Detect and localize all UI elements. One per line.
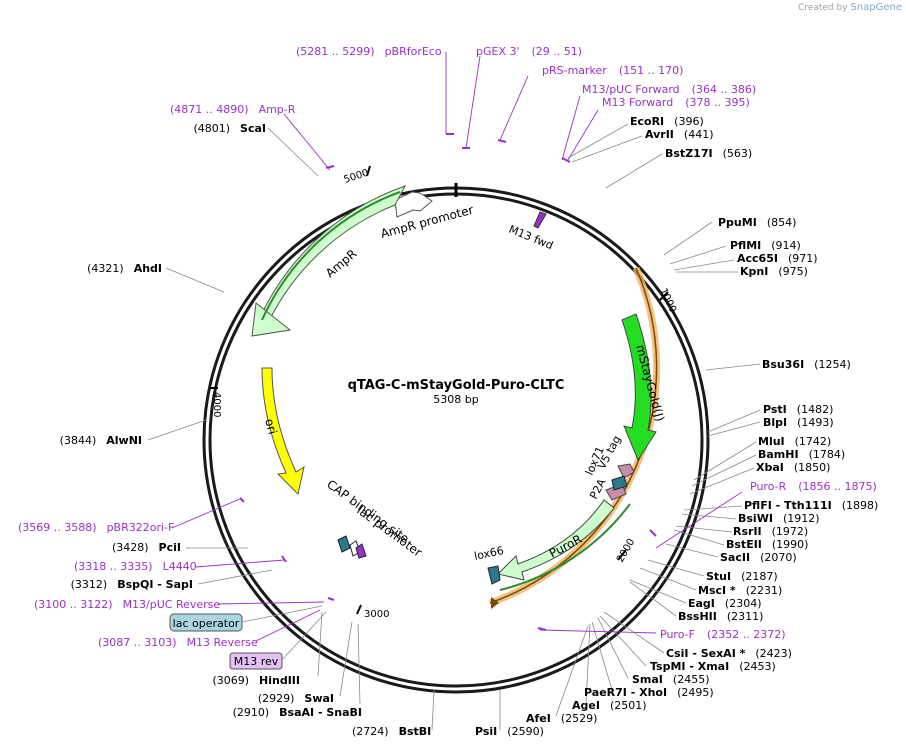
enzyme-scai[interactable]: (4801)ScaI <box>193 122 266 135</box>
enzyme-sacii[interactable]: SacII(2070) <box>720 551 797 564</box>
enzyme-bsteii[interactable]: BstEII(1990) <box>726 538 808 551</box>
enzyme-hindiii[interactable]: (3069)HindIII <box>212 674 300 687</box>
primer-m13puc-forward[interactable]: M13/pUC Forward(364 .. 386) <box>582 83 756 96</box>
primer-puro-f[interactable]: Puro-F(2352 .. 2372) <box>660 628 786 641</box>
leader-lines-primers <box>171 52 743 642</box>
primer-puro-r[interactable]: Puro-R(1856 .. 1875) <box>750 480 877 493</box>
enzyme-bsu36i[interactable]: Bsu36I(1254) <box>762 358 851 371</box>
feature-m13fwd[interactable] <box>533 211 547 229</box>
enzyme-smai[interactable]: SmaI(2455) <box>632 673 709 686</box>
primer-prs-marker[interactable]: pRS-marker(151 .. 170) <box>542 64 683 77</box>
ampr-label: AmpR <box>323 247 359 281</box>
enzyme-ecori[interactable]: EcoRI(396) <box>630 115 704 128</box>
plasmid-length: 5308 bp <box>433 393 478 406</box>
enzyme-agei[interactable]: AgeI(2501) <box>572 699 647 712</box>
enzyme-labels-right: EcoRI(396) AvrII(441) BstZ17I(563) PpuMI… <box>352 115 878 738</box>
enzyme-bamhi[interactable]: BamHI(1784) <box>758 448 845 461</box>
enzyme-avrii[interactable]: AvrII(441) <box>645 128 714 141</box>
leader-lines-left <box>147 127 361 705</box>
enzyme-bsshii[interactable]: BssHII(2311) <box>678 610 763 623</box>
tick-2000: 2000 <box>615 537 637 565</box>
lac-operator-leader <box>241 605 323 623</box>
feature-lox66[interactable] <box>487 565 501 585</box>
enzyme-ppumi[interactable]: PpuMI(854) <box>718 216 796 229</box>
enzyme-tspmi-xmai[interactable]: TspMI - XmaI(2453) <box>650 660 776 673</box>
primer-pgex3[interactable]: pGEX 3'(29 .. 51) <box>476 45 582 58</box>
lac-operator-box[interactable]: lac operator <box>169 613 243 632</box>
p2a-label: P2A <box>587 476 609 501</box>
lox66-label: lox66 <box>473 544 505 563</box>
tick-1000-mark <box>659 291 669 301</box>
plasmid-title: qTAG-C-mStayGold-Puro-CLTC <box>348 378 565 393</box>
tick-4000: 4000 <box>211 392 222 417</box>
enzyme-psii[interactable]: PsiI(2590) <box>475 725 544 738</box>
feature-cap-lac[interactable] <box>337 535 367 559</box>
enzyme-labels-left: (4801)ScaI (4321)AhdI (3844)AlwNI (3428)… <box>60 122 362 719</box>
tick-5000-mark <box>366 165 371 177</box>
enzyme-acc65i[interactable]: Acc65I(971) <box>737 252 818 265</box>
feature-lox71[interactable] <box>611 475 628 491</box>
enzyme-blpi[interactable]: BlpI(1493) <box>763 416 834 429</box>
enzyme-mlui[interactable]: MluI(1742) <box>758 435 831 448</box>
feature-ampr[interactable] <box>251 185 407 337</box>
enzyme-paer7i-xhoi[interactable]: PaeR7I - XhoI(2495) <box>584 686 714 699</box>
enzyme-eagi[interactable]: EagI(2304) <box>688 597 761 610</box>
enzyme-xbai[interactable]: XbaI(1850) <box>756 461 830 474</box>
brand-prefix: Created by <box>798 3 848 13</box>
feature-selection-arc <box>488 266 661 609</box>
feature-v5-tag[interactable] <box>617 463 635 479</box>
enzyme-stui[interactable]: StuI(2187) <box>706 570 778 583</box>
feature-mstaygold[interactable] <box>621 313 657 462</box>
snapgene-watermark: Created by SnapGene <box>798 2 902 13</box>
enzyme-rsrii[interactable]: RsrII(1972) <box>733 525 808 538</box>
enzyme-bsaai-snabi[interactable]: (2910)BsaAI - SnaBI <box>233 706 362 719</box>
enzyme-ahdi[interactable]: (4321)AhdI <box>87 262 162 275</box>
primer-markers <box>239 133 657 631</box>
ori-label: ori <box>262 417 280 436</box>
enzyme-swai[interactable]: (2929)SwaI <box>258 692 334 705</box>
m13fwd-label: M13 fwd <box>507 223 555 253</box>
enzyme-pflmi[interactable]: PflMI(914) <box>730 239 801 252</box>
enzyme-pflfi-tth111i[interactable]: PflFI - Tth111I(1898) <box>744 499 878 512</box>
enzyme-afei[interactable]: AfeI(2529) <box>526 712 597 725</box>
tick-3000: 3000 <box>364 609 389 620</box>
primer-pbrforeco[interactable]: (5281 .. 5299)pBRforEco <box>296 45 442 58</box>
primer-m13-reverse[interactable]: (3087 .. 3103)M13 Reverse <box>98 636 258 649</box>
feature-puror[interactable] <box>497 499 631 591</box>
tick-2000-mark <box>617 549 627 561</box>
primer-labels: (5281 .. 5299)pBRforEco pGEX 3'(29 .. 51… <box>18 45 877 649</box>
lac-operator-label: lac operator <box>173 617 240 630</box>
m13-rev-box[interactable]: M13 rev <box>229 652 283 670</box>
primer-pbr322ori-f[interactable]: (3569 .. 3588)pBR322ori-F <box>18 521 174 534</box>
primer-m13puc-reverse[interactable]: (3100 .. 3122)M13/pUC Reverse <box>34 598 220 611</box>
enzyme-bsiwi[interactable]: BsiWI(1912) <box>738 512 820 525</box>
enzyme-kpni[interactable]: KpnI(975) <box>740 265 808 278</box>
enzyme-pcii[interactable]: (3428)PciI <box>112 541 181 554</box>
tick-5000: 5000 <box>343 168 371 186</box>
enzyme-msci[interactable]: MscI *(2231) <box>698 584 782 597</box>
feature-ampr-promoter[interactable] <box>394 191 433 218</box>
enzyme-bstz17i[interactable]: BstZ17I(563) <box>665 147 752 160</box>
ampr-promoter-label: AmpR promoter <box>379 203 475 241</box>
enzyme-alwni[interactable]: (3844)AlwNI <box>60 434 142 447</box>
enzyme-csii-sexai[interactable]: CsiI - SexAI *(2423) <box>666 647 792 660</box>
primer-l4440[interactable]: (3318 .. 3335)L4440 <box>74 560 197 573</box>
enzyme-bstbi[interactable]: (2724)BstBI <box>352 725 431 738</box>
tick-3000-mark <box>356 604 362 615</box>
feature-ori[interactable] <box>261 367 305 495</box>
enzyme-bspqi-sapi[interactable]: (3312)BspQI - SapI <box>71 578 193 591</box>
primer-amp-r[interactable]: (4871 .. 4890)Amp-R <box>170 103 296 116</box>
m13-rev-label: M13 rev <box>234 655 279 668</box>
primer-m13-forward[interactable]: M13 Forward(378 .. 395) <box>602 96 750 109</box>
enzyme-psti[interactable]: PstI(1482) <box>763 403 833 416</box>
m13-rev-leader <box>281 611 327 661</box>
brand-name: SnapGene <box>850 2 902 13</box>
